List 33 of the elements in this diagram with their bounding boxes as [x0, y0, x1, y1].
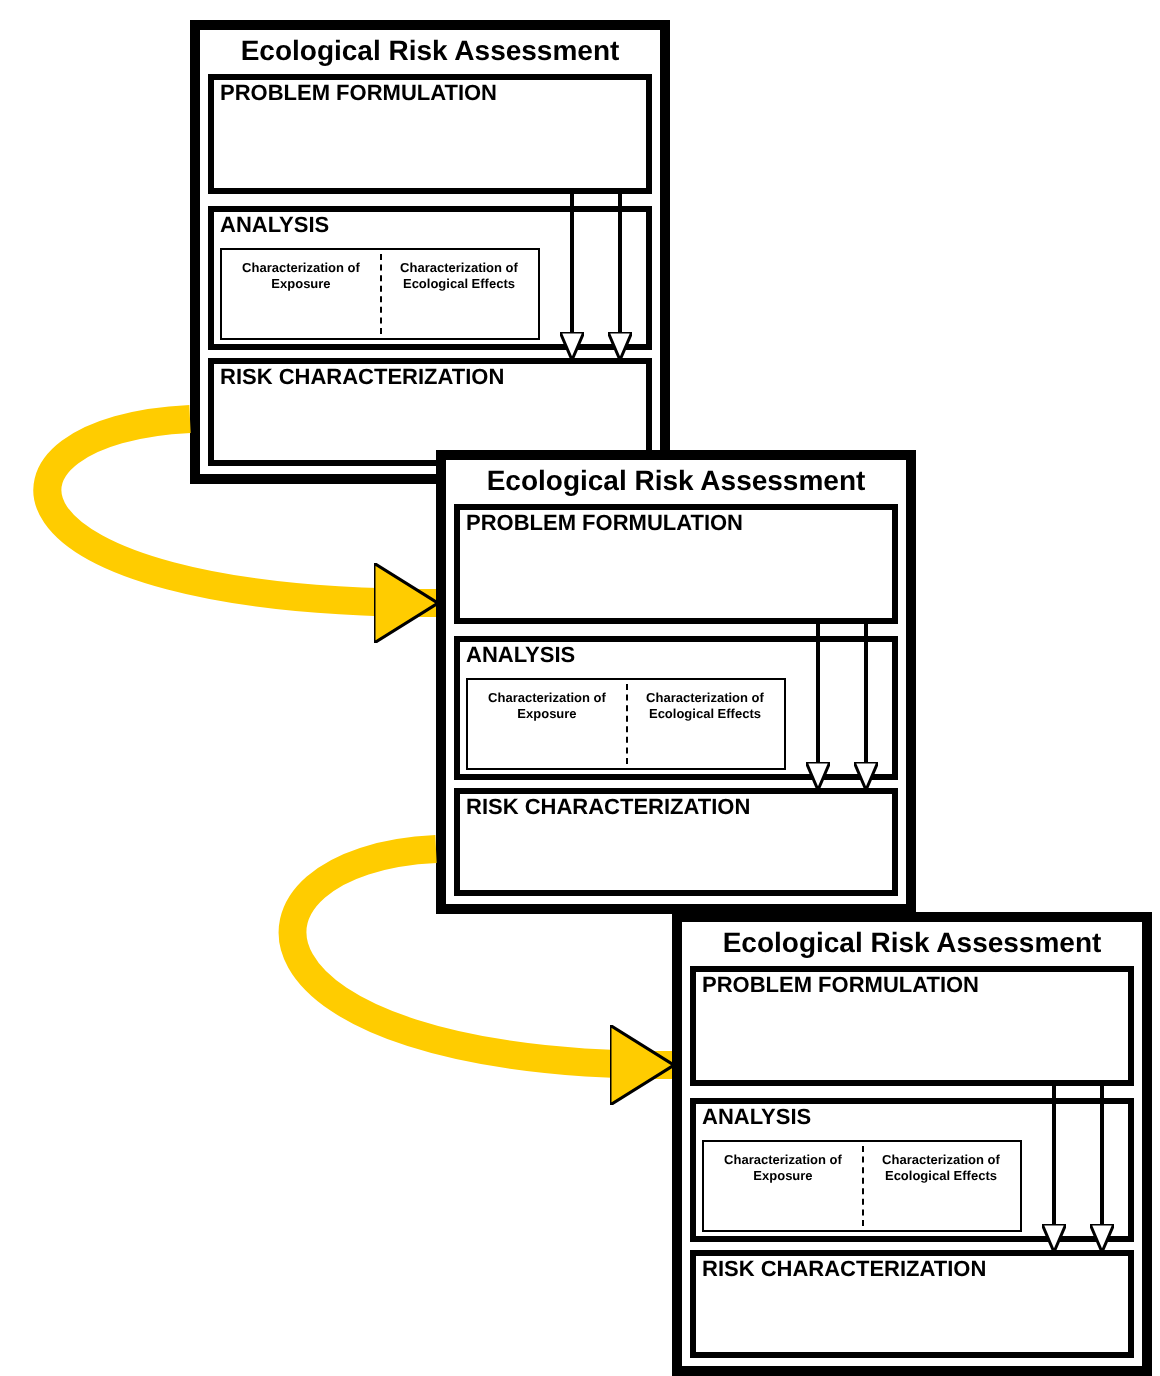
stage-box [208, 74, 652, 194]
assessment-frame [436, 450, 916, 914]
frame-title: Ecological Risk Assessment [484, 464, 868, 496]
frame-title: Ecological Risk Assessment [238, 34, 622, 66]
arrow [804, 624, 832, 792]
arrow [558, 194, 586, 362]
stage-box [454, 636, 898, 780]
arrow [1088, 1086, 1116, 1254]
arrow [852, 624, 880, 792]
stage-label: ANALYSIS [466, 644, 576, 668]
stage-box [690, 966, 1134, 1086]
stage-box [454, 788, 898, 896]
characterization-box [702, 1140, 1022, 1232]
arrow [1040, 1086, 1068, 1254]
stage-box [690, 1250, 1134, 1358]
stage-box [690, 1098, 1134, 1242]
curved-arrow [34, 405, 440, 643]
stage-label: ANALYSIS [220, 214, 330, 238]
stage-box [454, 504, 898, 624]
stage-label: PROBLEM FORMULATION [220, 82, 498, 106]
stage-label: ANALYSIS [702, 1106, 812, 1130]
characterization-box [220, 248, 540, 340]
assessment-frame [672, 912, 1152, 1376]
stage-label: RISK CHARACTERIZATION [702, 1258, 987, 1282]
stage-box [208, 206, 652, 350]
frame-title: Ecological Risk Assessment [720, 926, 1104, 958]
curved-arrow [279, 835, 676, 1105]
stage-label: RISK CHARACTERIZATION [220, 366, 505, 390]
arrow [606, 194, 634, 362]
stage-label: RISK CHARACTERIZATION [466, 796, 751, 820]
characterization-box [466, 678, 786, 770]
stage-label: PROBLEM FORMULATION [466, 512, 744, 536]
stage-label: PROBLEM FORMULATION [702, 974, 980, 998]
